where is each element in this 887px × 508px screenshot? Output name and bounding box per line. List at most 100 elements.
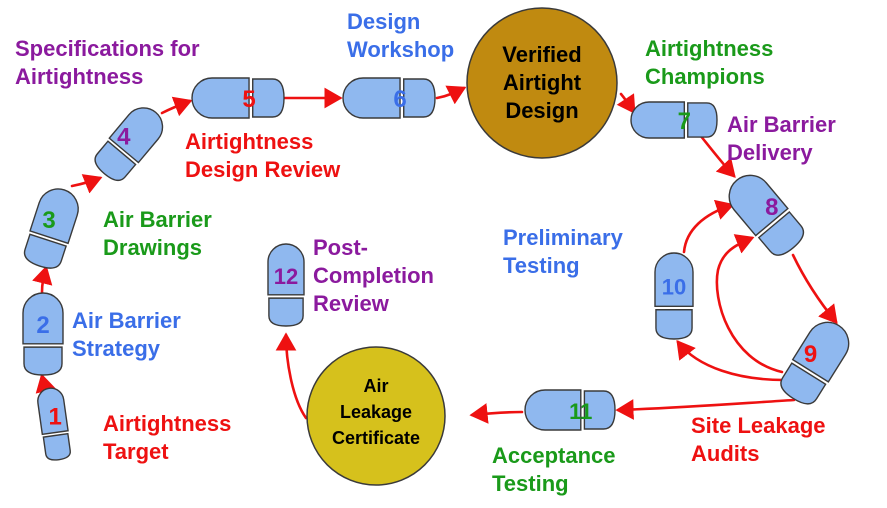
step-6-label-line-2: Workshop bbox=[347, 37, 455, 62]
step-4-label-line-2: Airtightness bbox=[15, 64, 144, 89]
footprint-step-4 bbox=[94, 107, 164, 182]
arrow-4-to-5 bbox=[160, 96, 193, 117]
step-12-label-line-1: Post- bbox=[313, 235, 368, 260]
step-number-10: 10 bbox=[662, 275, 686, 300]
footprint-heel bbox=[268, 297, 304, 327]
step-1-label: Airtightness Target bbox=[103, 410, 231, 466]
footprint-step-8 bbox=[728, 174, 805, 256]
footprint-step-5 bbox=[191, 77, 285, 119]
milestone-circle-certificate bbox=[306, 346, 446, 486]
step-2-label-line-2: Strategy bbox=[72, 336, 161, 361]
step-5-label: Airtightness Design Review bbox=[185, 128, 340, 184]
step-7-label-line-2: Champions bbox=[645, 64, 765, 89]
step-1-label-line-1: Airtightness bbox=[103, 411, 232, 436]
step-5-label-line-1: Airtightness bbox=[185, 129, 314, 154]
step-number-6: 6 bbox=[393, 86, 406, 113]
footprint-sole bbox=[728, 174, 789, 237]
footprint-sole bbox=[342, 77, 401, 119]
step-1-label-line-2: Target bbox=[103, 439, 169, 464]
footprint-step-10 bbox=[654, 252, 694, 340]
arrow-8-to-9 bbox=[791, 253, 838, 325]
milestone-certificate-line-1: Air bbox=[363, 376, 388, 396]
step-9-label: Site Leakage Audits bbox=[691, 412, 826, 468]
step-3-label: Air Barrier Drawings bbox=[103, 206, 212, 262]
step-5-label-line-2: Design Review bbox=[185, 157, 341, 182]
step-10-label-line-1: Preliminary bbox=[503, 225, 623, 250]
step-11-label-line-2: Testing bbox=[492, 471, 569, 496]
milestone-certificate-line-3: Certificate bbox=[332, 428, 420, 448]
step-2-label: Air Barrier Strategy bbox=[72, 307, 181, 363]
footprint-heel bbox=[780, 362, 827, 405]
footprint-step-7 bbox=[630, 101, 718, 139]
step-6-label-line-1: Design bbox=[347, 9, 421, 34]
milestone-certificate-line-2: Leakage bbox=[340, 402, 412, 422]
arrow-9-to-11 bbox=[615, 398, 796, 420]
footprint-step-9 bbox=[780, 321, 850, 405]
footprint-heel bbox=[583, 390, 616, 430]
step-number-2: 2 bbox=[36, 312, 49, 339]
step-4-label: Specifications for Airtightness bbox=[15, 35, 200, 91]
step-3-label-line-1: Air Barrier bbox=[103, 207, 212, 232]
step-3-label-line-2: Drawings bbox=[103, 235, 203, 260]
footprint-heel bbox=[42, 432, 71, 461]
step-7-label-line-1: Airtightness bbox=[645, 36, 774, 61]
footprint-sole bbox=[267, 243, 305, 296]
footprint-step-2 bbox=[22, 292, 64, 376]
footprint-heel bbox=[23, 346, 63, 376]
footprint-step-1 bbox=[37, 387, 71, 461]
arrow-verified-to-7 bbox=[616, 92, 636, 115]
step-2-label-line-1: Air Barrier bbox=[72, 308, 181, 333]
step-number-8: 8 bbox=[765, 194, 778, 221]
step-number-12: 12 bbox=[274, 264, 298, 289]
step-8-label-line-2: Delivery bbox=[727, 140, 813, 165]
arrow-10-to-8 bbox=[682, 199, 735, 254]
footprint-step-12 bbox=[267, 243, 305, 327]
step-11-label-line-1: Acceptance bbox=[492, 443, 616, 468]
arrow-9-to-10 bbox=[676, 339, 786, 382]
milestone-circle-verified bbox=[466, 7, 618, 159]
footprint-heel bbox=[655, 309, 693, 340]
footprint-step-6 bbox=[342, 77, 436, 119]
footprint-heel bbox=[757, 210, 805, 256]
step-12-label-line-2: Completion bbox=[313, 263, 434, 288]
arrow-2-to-3 bbox=[32, 265, 53, 294]
arrow-6-to-verified bbox=[435, 85, 467, 105]
arrow-9-to-8 bbox=[715, 234, 784, 374]
milestone-verified-line-1: Verified bbox=[502, 42, 581, 67]
footprint-sole bbox=[630, 101, 686, 139]
step-8-label-line-1: Air Barrier bbox=[727, 112, 836, 137]
milestone-verified-airtight-design: Verified Airtight Design bbox=[466, 7, 618, 159]
footprint-sole bbox=[108, 107, 164, 164]
step-number-7: 7 bbox=[678, 108, 691, 135]
arrow-7-to-8 bbox=[698, 133, 736, 178]
step-4-label-line-1: Specifications for bbox=[15, 36, 200, 61]
step-number-4: 4 bbox=[117, 124, 131, 151]
footprint-heel bbox=[94, 140, 137, 182]
step-8-label: Air Barrier Delivery bbox=[727, 111, 836, 167]
milestone-verified-line-3: Design bbox=[505, 98, 578, 123]
arrow-3-to-4 bbox=[70, 174, 103, 194]
footprint-sole bbox=[654, 252, 694, 308]
milestone-verified-line-2: Airtight bbox=[503, 70, 582, 95]
step-10-label: Preliminary Testing bbox=[503, 224, 623, 280]
footprint-sole bbox=[191, 77, 250, 119]
footprint-heel bbox=[23, 233, 67, 269]
step-7-label: Airtightness Champions bbox=[645, 35, 773, 91]
step-number-5: 5 bbox=[242, 86, 255, 113]
step-9-label-line-2: Audits bbox=[691, 441, 760, 466]
step-10-label-line-2: Testing bbox=[503, 253, 580, 278]
footprint-sole bbox=[29, 188, 79, 245]
footprint-sole bbox=[22, 292, 64, 345]
step-number-9: 9 bbox=[804, 341, 817, 368]
footprint-sole bbox=[37, 387, 69, 436]
step-12-label-line-3: Review bbox=[313, 291, 389, 316]
footprint-sole bbox=[791, 321, 850, 383]
step-number-11: 11 bbox=[569, 399, 592, 424]
footprint-step-3 bbox=[23, 188, 79, 269]
arrow-certificate-to-12 bbox=[275, 332, 308, 420]
milestone-air-leakage-certificate: Air Leakage Certificate bbox=[306, 346, 446, 486]
footprint-heel bbox=[403, 78, 436, 118]
step-6-label: Design Workshop bbox=[347, 8, 454, 64]
footprint-heel bbox=[687, 102, 718, 138]
